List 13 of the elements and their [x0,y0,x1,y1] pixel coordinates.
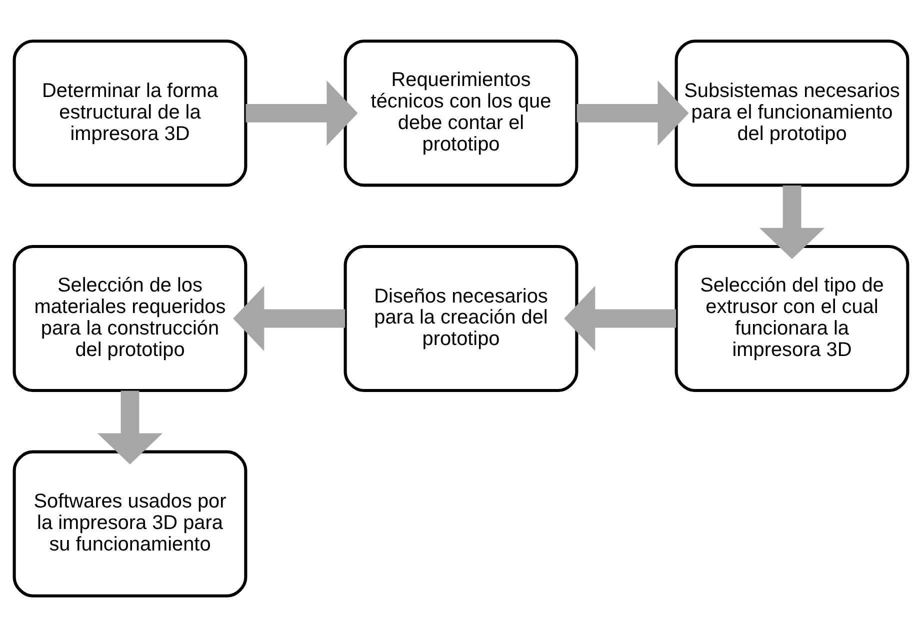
arrow [97,390,163,464]
node-box: Diseños necesarios para la creación del prototipo [344,244,578,392]
arrow [246,80,358,146]
node-box: Requerimientos técnicos con los que debe contar el prototipo [344,40,578,187]
arrow [576,80,689,146]
node-box: Determinar la forma estructural de la impresora 3D [12,40,248,187]
node-box: Subsistemas necesarios para el funcionamiento del prototipo [674,40,910,187]
arrow [759,185,825,259]
node-box: Softwares usados por la impresora 3D para su funcionamiento [12,450,248,598]
arrow [564,286,676,352]
node-box: Selección de los materiales requeridos para la construcción del prototipo [12,244,248,392]
node-box: Selección del tipo de extrusor con el cual funcionara la impresora 3D [674,244,910,392]
arrow [233,286,346,352]
